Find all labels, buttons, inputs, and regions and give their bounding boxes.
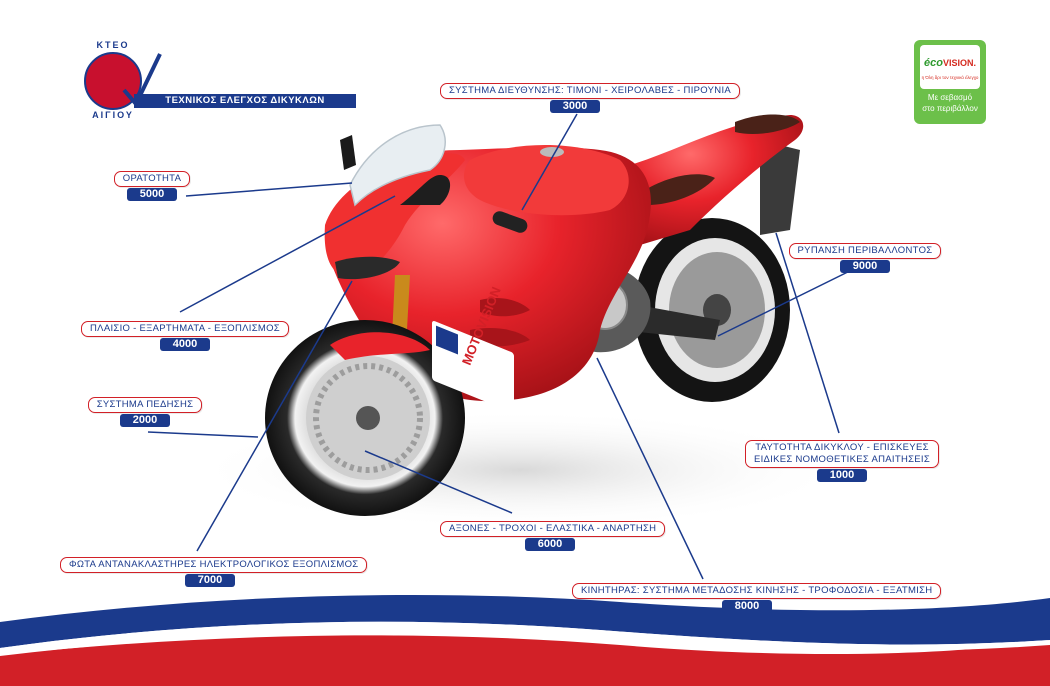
windscreen	[349, 124, 446, 207]
leader-line-4000	[179, 195, 396, 313]
leader-line-5000	[185, 182, 353, 197]
ecovision-logo: écoVISION.	[920, 57, 980, 69]
exhaust	[760, 140, 800, 235]
ecovision-caption-line1: Με σεβασμό	[927, 93, 973, 102]
label-pollution: ΡΥΠΑΝΣΗ ΠΕΡΙΒΑΛΛΟΝΤΟΣ 9000	[785, 240, 945, 273]
leader-line-1000	[775, 232, 840, 434]
label-lights-code: 7000	[185, 574, 235, 587]
label-visibility: ΟΡΑΤΟΤΗΤΑ 5000	[112, 168, 192, 201]
leader-line-6000	[364, 450, 513, 514]
label-engine-code: 8000	[722, 600, 772, 613]
label-visibility-code: 5000	[127, 188, 177, 201]
label-axles-code: 6000	[525, 538, 575, 551]
label-lights: ΦΩΤΑ ΑΝΤΑΝΑΚΛΑΣΤΗΡΕΣ ΗΛΕΚΤΡΟΛΟΓΙΚΟΣ ΕΞΟΠ…	[60, 554, 368, 587]
label-braking-code: 2000	[120, 414, 170, 427]
label-frame-code: 4000	[160, 338, 210, 351]
leader-line-2000	[147, 431, 259, 438]
label-identity-title-line1: ΤΑΥΤΟΤΗΤΑ ΔΙΚΥΚΛΟΥ - ΕΠΙΣΚΕΥΕΣ	[755, 442, 929, 453]
label-identity-title: ΤΑΥΤΟΤΗΤΑ ΔΙΚΥΚΛΟΥ - ΕΠΙΣΚΕΥΕΣ ΕΙΔΙΚΕΣ Ν…	[744, 440, 940, 468]
ecovision-caption-line2: στο περιβάλλον	[922, 104, 978, 113]
bottom-wave-white-gap	[0, 621, 1050, 656]
ecovision-caption: Με σεβασμό στο περιβάλλον	[914, 92, 986, 114]
label-engine-title: ΚΙΝΗΤΗΡΑΣ: ΣΥΣΤΗΜΑ ΜΕΤΑΔΟΣΗΣ ΚΙΝΗΣΗΣ - Τ…	[572, 583, 942, 599]
kteo-logo-text-top: ΚΤΕΟ	[96, 40, 130, 50]
headlight	[335, 256, 400, 280]
fairing-vent	[480, 298, 530, 317]
label-lights-title: ΦΩΤΑ ΑΝΤΑΝΑΚΛΑΣΤΗΡΕΣ ΗΛΕΚΤΡΟΛΟΓΙΚΟΣ ΕΞΟΠ…	[60, 557, 368, 573]
right-grip	[492, 211, 528, 233]
label-identity-title-line2: ΕΙΔΙΚΕΣ ΝΟΜΟΘΕΤΙΚΕΣ ΑΠΑΙΤΗΣΕΙΣ	[753, 454, 931, 465]
leader-line-7000	[196, 280, 353, 552]
leader-line-3000	[521, 113, 578, 211]
ecovision-tagline: η Όλη δρι τον τεχνικό έλεγχο	[921, 75, 979, 80]
tail-section	[630, 115, 804, 245]
fuel-cap	[540, 147, 564, 157]
rear-seat	[735, 114, 800, 134]
label-steering-code: 3000	[550, 100, 600, 113]
ecovision-logo-vision: VISION.	[942, 58, 976, 68]
kteo-logo-text-bottom: ΑΙΓΙΟΥ	[92, 110, 134, 120]
front-mudguard	[330, 332, 430, 360]
front-wheel	[265, 320, 465, 516]
label-braking: ΣΥΣΤΗΜΑ ΠΕΔΗΣΗΣ 2000	[85, 394, 205, 427]
ecovision-logo-panel: écoVISION. η Όλη δρι τον τεχνικό έλεγχο	[920, 45, 980, 89]
label-frame: ΠΛΑΙΣΙΟ - ΕΞΑΡΤΗΜΑΤΑ - ΕΞΟΠΛΙΣΜΟΣ 4000	[75, 318, 295, 351]
ecovision-badge: écoVISION. η Όλη δρι τον τεχνικό έλεγχο …	[914, 40, 986, 124]
label-pollution-code: 9000	[840, 260, 890, 273]
leader-line-8000	[596, 357, 704, 580]
leader-lines	[147, 113, 869, 580]
handlebar	[400, 175, 451, 205]
label-pollution-title: ΡΥΠΑΝΣΗ ΠΕΡΙΒΑΛΛΟΝΤΟΣ	[788, 243, 942, 259]
label-axles: ΑΞΟΝΕΣ - ΤΡΟΧΟΙ - ΕΛΑΣΤΙΚΑ - ΑΝΑΡΤΗΣΗ 60…	[440, 518, 666, 551]
bottom-wave-blue	[0, 594, 1050, 648]
bottom-wave-red	[0, 635, 1050, 686]
label-identity: ΤΑΥΤΟΤΗΤΑ ΔΙΚΥΚΛΟΥ - ΕΠΙΣΚΕΥΕΣ ΕΙΔΙΚΕΣ Ν…	[742, 440, 942, 482]
label-frame-title: ΠΛΑΙΣΙΟ - ΕΞΑΡΤΗΜΑΤΑ - ΕΞΟΠΛΙΣΜΟΣ	[81, 321, 289, 337]
rider-seat	[645, 174, 715, 205]
ecovision-logo-eco: éco	[924, 57, 943, 69]
mirror	[340, 135, 356, 170]
fuel-tank	[464, 145, 629, 216]
label-identity-code: 1000	[817, 469, 867, 482]
label-engine: ΚΙΝΗΤΗΡΑΣ: ΣΥΣΤΗΜΑ ΜΕΤΑΔΟΣΗΣ ΚΙΝΗΣΗΣ - Τ…	[572, 580, 942, 613]
rear-wheel	[634, 218, 790, 402]
leader-line-9000	[717, 261, 869, 337]
label-axles-title: ΑΞΟΝΕΣ - ΤΡΟΧΟΙ - ΕΛΑΣΤΙΚΑ - ΑΝΑΡΤΗΣΗ	[440, 521, 666, 537]
label-steering-title: ΣΥΣΤΗΜΑ ΔΙΕΥΘΥΝΣΗΣ: ΤΙΜΟΝΙ - ΧΕΙΡΟΛΑΒΕΣ …	[440, 83, 741, 99]
label-steering: ΣΥΣΤΗΜΑ ΔΙΕΥΘΥΝΣΗΣ: ΤΙΜΟΝΙ - ΧΕΙΡΟΛΑΒΕΣ …	[440, 80, 741, 113]
logo-subtitle-bar: ΤΕΧΝΙΚΟΣ ΕΛΕΓΧΟΣ ΔΙΚΥΚΛΩΝ	[134, 94, 356, 108]
label-braking-title: ΣΥΣΤΗΜΑ ΠΕΔΗΣΗΣ	[87, 397, 203, 413]
kteo-logo: ΚΤΕΟ ΑΙΓΙΟΥ ΤΕΧΝΙΚΟΣ ΕΛΕΓΧΟΣ ΔΙΚΥΚΛΩΝ	[78, 40, 356, 120]
label-visibility-title: ΟΡΑΤΟΤΗΤΑ	[113, 171, 191, 187]
